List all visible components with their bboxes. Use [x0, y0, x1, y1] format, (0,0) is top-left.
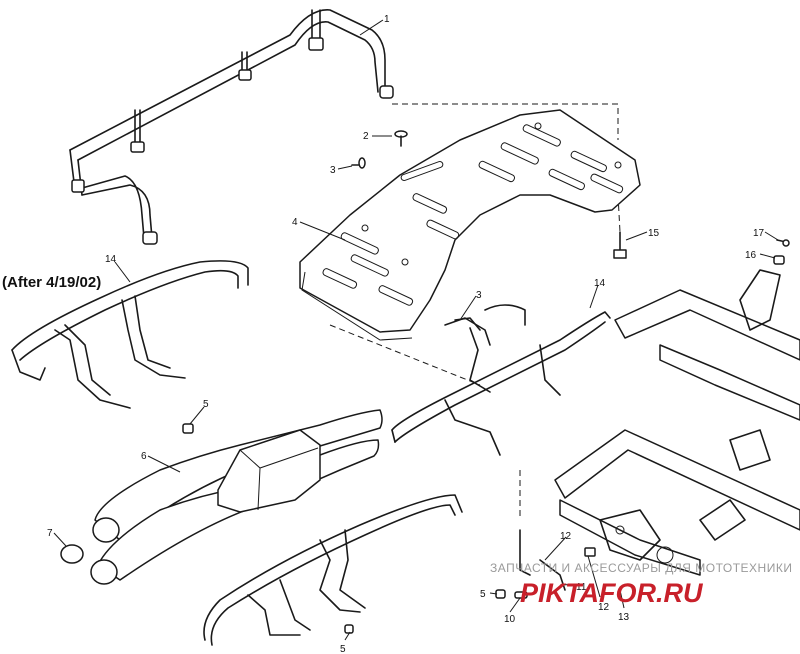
callout-labels: 1 2 3 4 15 17 16 14 3 14 5 6 7 12 11 5 1…: [47, 14, 765, 654]
callout-4: 4: [292, 217, 298, 228]
bolt-part-3: [351, 157, 366, 169]
callout-5-lower: 5: [480, 589, 486, 600]
callout-14-left: 14: [105, 254, 117, 265]
callout-12-upper: 12: [560, 531, 572, 542]
callout-2: 2: [363, 131, 369, 142]
leader-lines: [53, 19, 779, 641]
bumper-part-6: [90, 409, 383, 585]
callout-5: 5: [203, 399, 209, 410]
callout-7: 7: [47, 528, 53, 539]
nut-part-16: [773, 255, 785, 265]
alignment-line: [392, 103, 619, 140]
nut-part-5-lower: [495, 589, 506, 599]
callout-3: 3: [330, 165, 336, 176]
revision-note: (After 4/19/02): [2, 274, 101, 291]
rear-tube-part-14-right: [391, 311, 611, 456]
callout-5-bottom: 5: [340, 644, 346, 654]
callout-11: 11: [576, 582, 587, 593]
watermark-text: ЗАПЧАСТИ И АКСЕССУАРЫ ДЛЯ МОТОТЕХНИКИ: [490, 561, 792, 575]
nut-part-5: [182, 423, 194, 434]
frame: [519, 269, 800, 591]
watermark-logo: PIKTAFOR.RU: [520, 578, 704, 608]
bolt-part-10: [514, 591, 528, 599]
rack-tube-part-1: [69, 9, 394, 245]
callout-10: 10: [504, 614, 516, 625]
alignment-line: [329, 324, 481, 386]
callout-16: 16: [745, 250, 757, 261]
bumper-bracket: [203, 494, 463, 646]
bolt-part-15: [613, 231, 627, 259]
callout-13: 13: [618, 612, 630, 623]
rack-panel-slots: [322, 122, 624, 306]
rack-panel-part-4: [299, 109, 641, 341]
callout-1: 1: [384, 14, 390, 25]
end-cap-part-7: [60, 544, 84, 564]
bolt-part-17: [776, 239, 790, 247]
callout-12-lower: 12: [598, 602, 610, 613]
alignment-line: [617, 194, 621, 233]
rear-tube-part-14-left: [11, 260, 249, 409]
bolt-part-2: [394, 130, 408, 147]
bracket-part-3: [444, 304, 526, 346]
callout-17: 17: [753, 228, 765, 239]
callout-14-right: 14: [594, 278, 606, 289]
callout-15: 15: [648, 228, 660, 239]
callout-3-right: 3: [476, 290, 482, 301]
callout-6: 6: [141, 451, 147, 462]
